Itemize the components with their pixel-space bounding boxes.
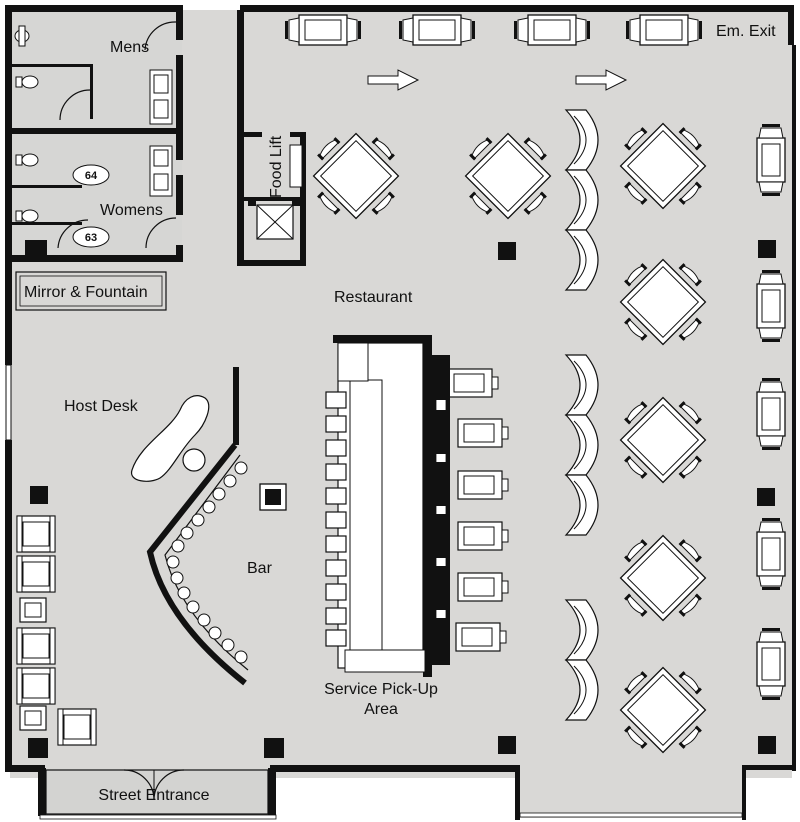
- food-lift-shaft: [237, 10, 306, 266]
- lounge-seating: [16, 515, 97, 746]
- label-restaurant: Restaurant: [334, 289, 413, 306]
- floor-restrooms: [10, 10, 182, 262]
- restroom-block: 64 63: [10, 5, 183, 262]
- label-food-lift: Food Lift: [268, 135, 285, 198]
- label-mens: Mens: [110, 39, 149, 56]
- counter-seats: [434, 360, 509, 660]
- direction-arrow-icon: [367, 69, 628, 91]
- label-em-exit: Em. Exit: [716, 23, 776, 40]
- outer-walls: [5, 5, 796, 820]
- toilet-icon: [15, 153, 39, 167]
- structural-columns: [28, 240, 776, 758]
- label-bar: Bar: [247, 560, 273, 577]
- label-host-desk: Host Desk: [64, 398, 139, 415]
- label-service-pickup-area: Area: [364, 701, 398, 718]
- toilet-icon: [15, 209, 39, 223]
- bar-counter: [146, 367, 249, 686]
- room-number-oval: [72, 164, 110, 186]
- toilet-icon: [15, 75, 39, 89]
- label-womens: Womens: [100, 202, 163, 219]
- service-counter: [325, 335, 509, 677]
- bar-stools: [166, 461, 248, 664]
- sink-icon: [149, 69, 173, 197]
- street-entrance-vestibule: [38, 768, 743, 820]
- label-mirror-fountain: Mirror & Fountain: [24, 284, 148, 301]
- floor-lower-right: [515, 770, 745, 818]
- label-service-pickup: Service Pick-Up: [324, 681, 438, 698]
- label-street-entrance: Street Entrance: [98, 787, 209, 804]
- room-number-63: 63: [85, 232, 97, 244]
- room-number-64: 64: [85, 170, 98, 182]
- counter-stools: [325, 391, 347, 647]
- host-desk: [131, 395, 210, 482]
- mirror-fountain: [15, 271, 167, 311]
- room-number-oval: [72, 226, 110, 248]
- toilet-icon: [14, 25, 30, 47]
